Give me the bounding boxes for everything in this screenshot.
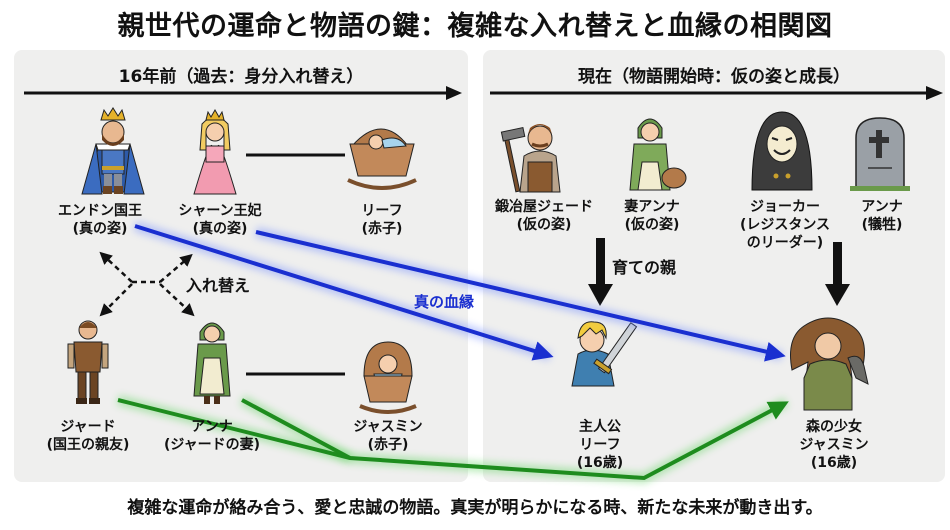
jarred-label: ジャード(国王の親友)	[46, 419, 130, 453]
caption: 複雑な運命が絡み合う、愛と忠誠の物語。真実が明らかになる時、新たな未来が動き出す…	[127, 498, 823, 518]
present-panel: 現在（物語開始時：仮の姿と成長）	[483, 50, 945, 482]
hero-leaf-label: 主人公リーフ(16歳)	[576, 419, 624, 471]
joker-label: ジョーカー(レジスタンスのリーダー)	[739, 199, 831, 251]
baby-leaf-label: リーフ(赤子)	[361, 203, 403, 237]
baby-jasmine-label: ジャスミン(赤子)	[353, 419, 423, 453]
diagram-title: 親世代の運命と物語の鍵：複雑な入れ替えと血縁の相関図	[117, 11, 833, 42]
past-panel-header: 16年前（過去：身分入れ替え）	[118, 67, 364, 87]
blacksmith-label: 鍛冶屋ジェード(仮の姿)	[495, 199, 593, 233]
anna-sacrifice-label: アンナ(犠牲)	[861, 199, 903, 233]
king-label: エンドン国王(真の姿)	[58, 203, 142, 237]
queen-label: シャーン王妃(真の姿)	[178, 203, 262, 237]
present-panel-header: 現在（物語開始時：仮の姿と成長）	[578, 67, 850, 87]
forest-girl-label: 森の少女ジャスミン(16歳)	[799, 419, 869, 471]
raising-parent-label: 育ての親	[612, 258, 677, 277]
wife-anna-label: 妻アンナ(仮の姿)	[624, 199, 680, 233]
blood-relation-label: 真の血縁	[414, 293, 475, 311]
swap-label: 入れ替え	[186, 276, 251, 295]
anna-past-label: アンナ(ジャードの妻)	[163, 419, 261, 453]
